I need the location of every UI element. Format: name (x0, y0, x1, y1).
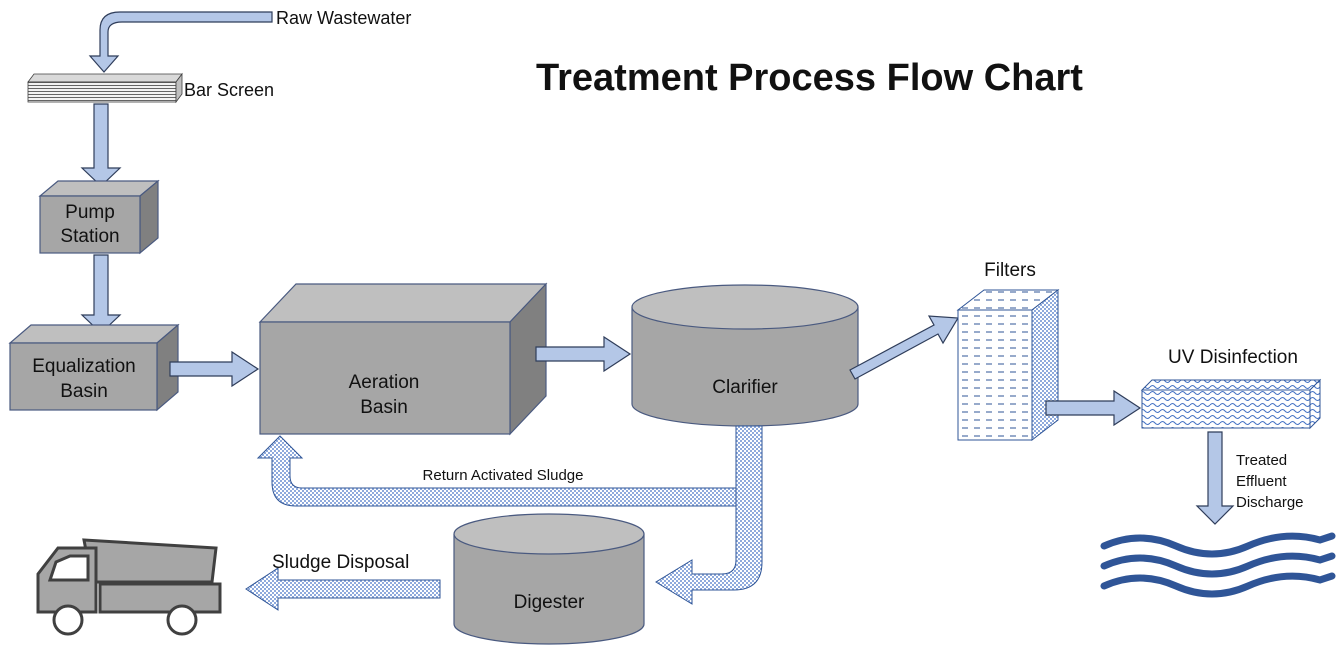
pump-station-label-line2: Station (60, 226, 119, 247)
equalization-label-line1: Equalization (32, 356, 136, 377)
treated-label-line1: Treated (1236, 452, 1287, 469)
arrow-clarifier-to-filters (849, 315, 960, 380)
raw-wastewater-label: Raw Wastewater (276, 8, 411, 28)
arrow-pump-to-equalization (80, 254, 122, 334)
clarifier-tank (631, 284, 859, 427)
treated-label-line3: Discharge (1236, 494, 1304, 511)
filters-label: Filters (984, 260, 1036, 281)
digester-tank (453, 513, 645, 645)
aeration-label-line2: Basin (360, 397, 408, 418)
dump-truck-icon (36, 538, 222, 636)
arrow-screen-to-pump (80, 103, 122, 187)
sludge-disposal-arrow (245, 567, 441, 611)
aeration-label-line1: Aeration (349, 372, 420, 393)
clarifier-label: Clarifier (712, 377, 778, 398)
return-sludge-arrow (256, 435, 739, 507)
treated-label-line2: Effluent (1236, 473, 1287, 490)
raw-inlet-arrow (88, 11, 273, 73)
aeration-basin-box (258, 282, 548, 436)
uv-disinfection-unit (1140, 378, 1322, 430)
return-sludge-label: Return Activated Sludge (423, 467, 584, 484)
pump-station-label-line1: Pump (65, 202, 115, 223)
bar-screen-label: Bar Screen (184, 80, 274, 100)
equalization-basin-box (8, 323, 180, 412)
equalization-label-line2: Basin (60, 381, 108, 402)
arrow-equalization-to-aeration (169, 350, 260, 388)
pump-station-box (38, 179, 160, 255)
sludge-disposal-label: Sludge Disposal (272, 552, 409, 573)
digester-label: Digester (514, 592, 585, 613)
filters-unit (956, 288, 1060, 442)
arrow-aeration-to-clarifier (535, 335, 632, 373)
arrow-uv-to-discharge (1195, 431, 1235, 525)
bar-screen-icon (27, 72, 183, 104)
clarifier-to-digester-arrow (655, 425, 763, 605)
arrow-filters-to-uv (1045, 389, 1142, 427)
diagram-title: Treatment Process Flow Chart (536, 57, 1083, 99)
uv-disinfection-label: UV Disinfection (1168, 347, 1298, 368)
water-waves-icon (1100, 532, 1336, 598)
